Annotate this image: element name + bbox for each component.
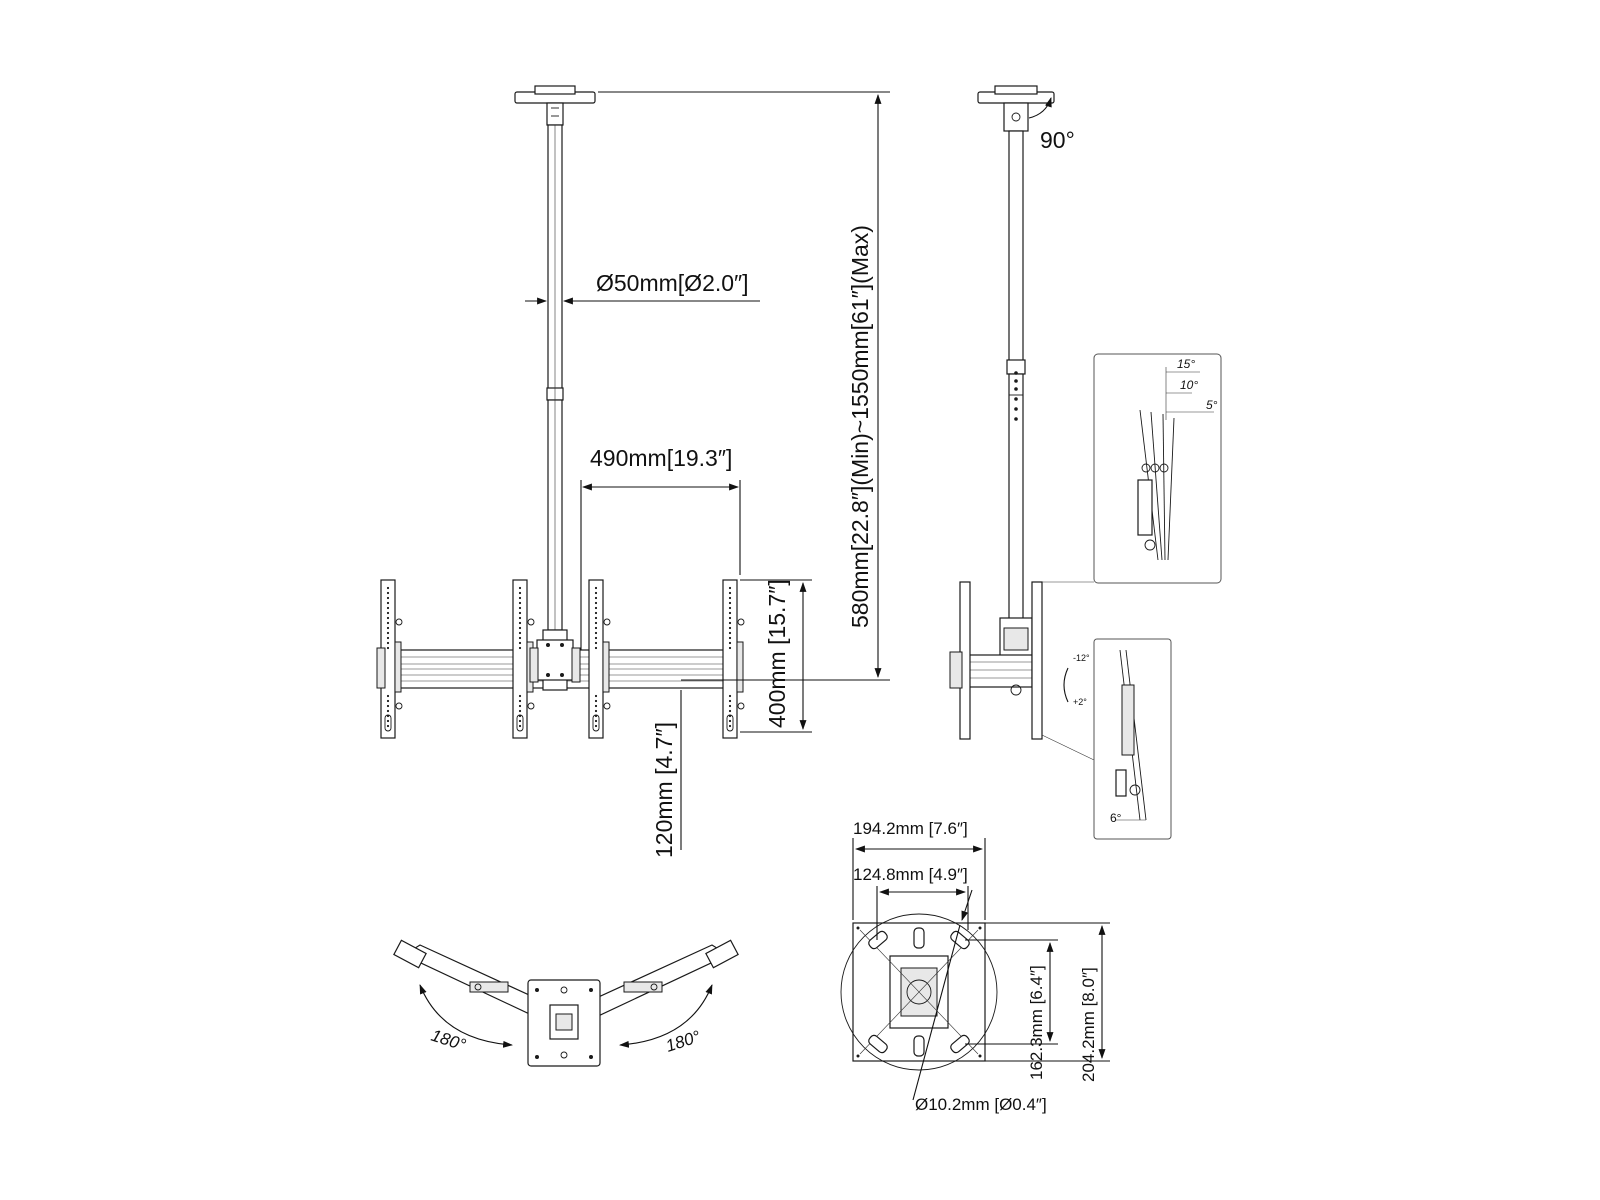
vesa-strip <box>588 579 611 739</box>
top-left-arm <box>393 939 541 1019</box>
hole-spacing-height-label: 162.3mm [6.4″] <box>1027 965 1046 1080</box>
plate-width-label: 194.2mm [7.6″] <box>853 819 968 838</box>
ceiling-plate-view: 194.2mm [7.6″] 124.8mm [4.9″] 162.3mm [6… <box>840 819 1110 1114</box>
tilt-plus2-label: +2° <box>1073 697 1087 707</box>
side-bracket <box>949 581 1043 740</box>
tilt-detail-lower: -12° +2° 6° <box>1041 638 1172 840</box>
front-pole <box>546 124 564 631</box>
tilt-15-label: 15° <box>1177 357 1195 371</box>
plate-height-label: 204.2mm [8.0″] <box>1079 967 1098 1082</box>
arm-spacing-dimension: 490mm[19.3″] <box>580 445 741 650</box>
ceiling-rotation-indicator: 90° <box>1028 97 1075 153</box>
pole-diameter-dimension: Ø50mm[Ø2.0″] <box>525 270 760 305</box>
bracket-offset-dimension: 120mm [4.7″] <box>651 679 740 858</box>
front-vesa-strips <box>376 579 745 739</box>
bracket-height-dimension: 400mm [15.7″] <box>740 579 812 733</box>
tilt-5-label: 5° <box>1206 398 1218 412</box>
top-center-plate <box>527 979 601 1067</box>
tilt-6-label: 6° <box>1110 811 1122 825</box>
pole-height-dimension: 580mm[22.8″](Min)~1550mm[61″](Max) <box>598 91 890 681</box>
front-ceiling-plate <box>514 85 596 126</box>
top-right-arm <box>591 939 739 1019</box>
pole-diameter-label: Ø50mm[Ø2.0″] <box>596 270 749 296</box>
swivel-left-label: 180° <box>429 1026 469 1055</box>
bracket-height-label: 400mm [15.7″] <box>764 579 790 728</box>
side-view: 90° <box>949 85 1222 840</box>
top-view: 180° 180° <box>393 939 739 1067</box>
front-center-clamp <box>529 629 581 691</box>
tilt-detail-upper: 15° 10° 5° <box>1042 353 1222 584</box>
bracket-offset-label: 120mm [4.7″] <box>651 722 677 858</box>
rail-end-cap <box>376 647 386 689</box>
tilt-10-label: 10° <box>1180 378 1198 392</box>
front-view: Ø50mm[Ø2.0″] 490 <box>376 85 890 858</box>
side-pole <box>1006 130 1026 635</box>
vesa-strip <box>722 579 745 739</box>
tilt-minus12-label: -12° <box>1073 653 1090 663</box>
side-ceiling-plate <box>977 85 1055 132</box>
ceiling-rotation-label: 90° <box>1040 127 1075 153</box>
swivel-right-label: 180° <box>663 1027 703 1056</box>
arm-spacing-label: 490mm[19.3″] <box>590 445 732 471</box>
pole-height-label: 580mm[22.8″](Min)~1550mm[61″](Max) <box>847 225 873 628</box>
hole-spacing-width-label: 124.8mm [4.9″] <box>853 865 968 884</box>
hole-diameter-label: Ø10.2mm [Ø0.4″] <box>915 1095 1047 1114</box>
